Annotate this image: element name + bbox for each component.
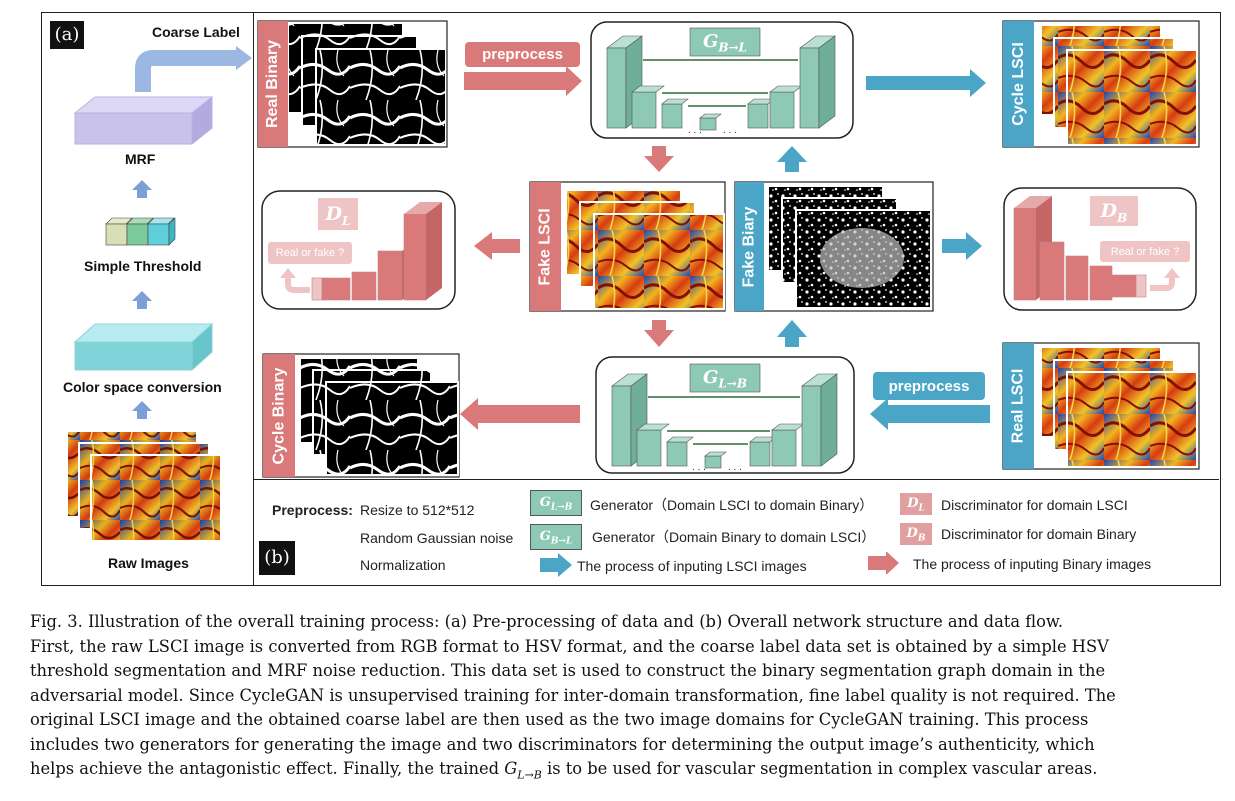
gen-top-label: GB→L: [702, 31, 747, 55]
legend-arrows: [540, 552, 899, 577]
red-arrow-down-2: [644, 320, 674, 347]
color-space-slab: [73, 323, 214, 343]
red-arrow-left-disc: [474, 232, 520, 260]
blue-arrow-right-disc: [942, 232, 982, 260]
legend-db-text: Discriminator for domain Binary: [941, 526, 1137, 542]
svg-text:. . .: . . .: [688, 125, 702, 136]
disc-right-stack: [1013, 196, 1147, 301]
legend-db-icon: DB: [900, 523, 932, 545]
threshold-cubes: [105, 217, 176, 246]
cycle-lsci-label: Cycle LSCI: [1003, 21, 1034, 147]
legend-step-resize: Resize to 512*512: [360, 502, 475, 518]
unet-top: . . . . . .: [606, 35, 836, 136]
blue-arrow-left-bottom: [870, 398, 990, 430]
disc-left-label: DL: [325, 203, 351, 228]
red-arrow-left-bottom: [460, 398, 580, 430]
figure-caption: Fig. 3. Illustration of the overall trai…: [30, 610, 1220, 788]
raw-images-label: Raw Images: [108, 555, 189, 571]
real-lsci-label: Real LSCI: [1003, 343, 1034, 469]
legend-g-bl-icon: GB→L: [530, 524, 582, 550]
panel-a-graphics: [66, 46, 252, 542]
fake-lsci-stack: [565, 189, 725, 310]
legend-dl-icon: DL: [900, 493, 932, 515]
disc-left-stack: [311, 202, 442, 301]
simple-threshold-label: Simple Threshold: [84, 258, 202, 274]
preprocess-bottom-pill: preprocess: [888, 377, 970, 395]
up-arrow-1: [132, 180, 152, 198]
up-arrow-2: [132, 291, 152, 309]
blue-arrow-up-1: [777, 146, 807, 172]
legend-g-lb-text: Generator（Domain LSCI to domain Binary）: [590, 497, 874, 513]
panel-divider-horizontal: [253, 479, 1219, 480]
mrf-slab: [73, 96, 214, 114]
panel-b-tag: (b): [259, 541, 295, 575]
caption-line: includes two generators for generating t…: [30, 734, 1095, 754]
red-arrow-right-top: [464, 66, 582, 96]
legend-g-bl-text: Generator（Domain Binary to domain LSCI）: [592, 529, 876, 545]
color-space-label: Color space conversion: [63, 379, 222, 395]
caption-line: adversarial model. Since CycleGAN is uns…: [30, 685, 1116, 705]
real-binary-stack: [287, 22, 447, 146]
raw-image-stack: [66, 430, 222, 542]
cycle-lsci-stack: [1040, 24, 1198, 146]
disc-left-return-arrow: [285, 276, 310, 293]
legend-g-lb-icon: GL→B: [530, 490, 582, 516]
caption-line-last: helps achieve the antagonistic effect. F…: [30, 759, 1098, 782]
legend-step-noise: Random Gaussian noise: [360, 530, 514, 546]
fake-binary-stack: [767, 185, 932, 309]
real-binary-label: Real Binary: [258, 21, 288, 147]
legend-blue-arrow-text: The process of inputing LSCI images: [577, 558, 807, 574]
panel-a-tag: (a): [50, 21, 84, 49]
svg-text:. . .: . . .: [728, 462, 742, 473]
panel-divider-vertical: [253, 12, 254, 585]
legend-dl-text: Discriminator for domain LSCI: [941, 497, 1128, 513]
caption-line: threshold segmentation and MRF noise red…: [30, 661, 1106, 680]
legend-preprocess-title: Preprocess:: [272, 502, 353, 518]
caption-line: Fig. 3. Illustration of the overall trai…: [30, 612, 1064, 631]
figure-frame: [41, 12, 1221, 586]
gen-bottom-label: GL→B: [702, 367, 747, 391]
fake-binary-label: Fake Biary: [735, 182, 764, 311]
preprocess-top-pill: preprocess: [482, 46, 563, 63]
legend-red-arrow-icon: [868, 552, 899, 575]
caption-line: original LSCI image and the obtained coa…: [30, 710, 1089, 729]
coarse-label-arrow: [135, 50, 238, 92]
disc-right-label: DB: [1100, 200, 1128, 225]
real-or-fake-right: Real or fake ?: [1110, 245, 1180, 258]
unet-bottom: . . . . . .: [611, 373, 838, 473]
mrf-label: MRF: [125, 151, 156, 167]
red-arrow-down-1: [644, 146, 674, 172]
cycle-binary-stack: [299, 357, 459, 476]
up-arrow-3: [132, 401, 152, 419]
real-lsci-stack: [1040, 346, 1198, 468]
svg-text:. . .: . . .: [723, 125, 737, 136]
coarse-label-text: Coarse Label: [152, 24, 240, 40]
cycle-binary-label: Cycle Binary: [263, 354, 295, 477]
panel-b-graphics: . . . . . .: [257, 20, 1200, 478]
caption-line: First, the raw LSCI image is converted f…: [30, 636, 1109, 656]
blue-arrow-up-2: [777, 320, 807, 347]
legend-red-arrow-text: The process of inputing Binary images: [913, 556, 1152, 572]
svg-text:. . .: . . .: [692, 462, 706, 473]
legend-step-normalization: Normalization: [360, 557, 446, 573]
blue-arrow-right-top: [866, 69, 986, 97]
legend-blue-arrow-icon: [540, 553, 572, 577]
disc-right-return-arrow: [1150, 276, 1175, 291]
fake-lsci-label: Fake LSCI: [530, 182, 561, 311]
real-or-fake-left: Real or fake ?: [275, 247, 345, 259]
